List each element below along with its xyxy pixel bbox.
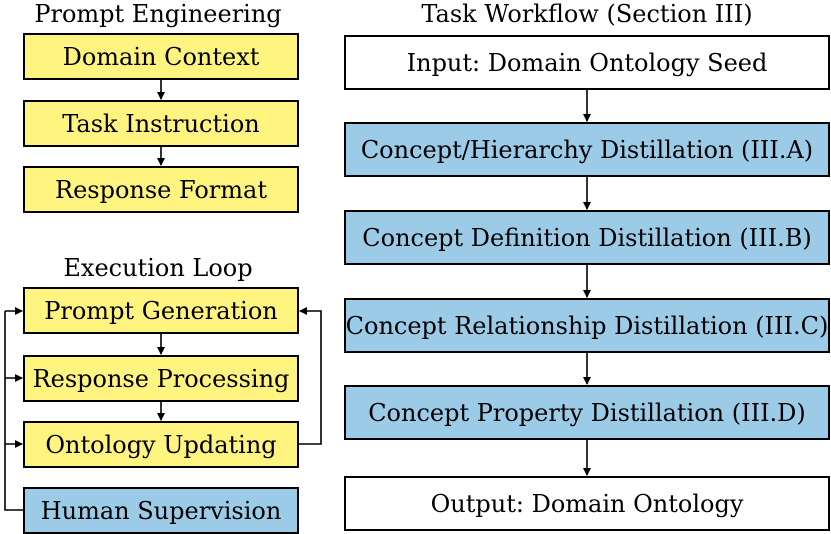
execution-loop-title: Execution Loop [63, 254, 253, 282]
prompt-engineering-title: Prompt Engineering [34, 0, 282, 28]
output-ontology-box: Output: Domain Ontology [344, 476, 830, 531]
prompt-generation-box: Prompt Generation [23, 287, 299, 334]
task-workflow-title: Task Workflow (Section III) [421, 0, 753, 28]
property-distillation-box: Concept Property Distillation (III.D) [344, 385, 830, 440]
response-processing-box: Response Processing [23, 355, 299, 402]
hierarchy-distillation-box: Concept/Hierarchy Distillation (III.A) [344, 122, 830, 177]
input-seed-box: Input: Domain Ontology Seed [344, 35, 830, 90]
loop-back-line [299, 307, 322, 445]
ontology-updating-box: Ontology Updating [23, 421, 299, 468]
relationship-distillation-box: Concept Relationship Distillation (III.C… [344, 298, 830, 353]
human-supervision-box: Human Supervision [23, 487, 299, 534]
task-instruction-box: Task Instruction [23, 100, 299, 147]
response-format-box: Response Format [23, 166, 299, 213]
definition-distillation-box: Concept Definition Distillation (III.B) [344, 210, 830, 265]
supervision-line [4, 311, 23, 511]
domain-context-box: Domain Context [23, 33, 299, 80]
